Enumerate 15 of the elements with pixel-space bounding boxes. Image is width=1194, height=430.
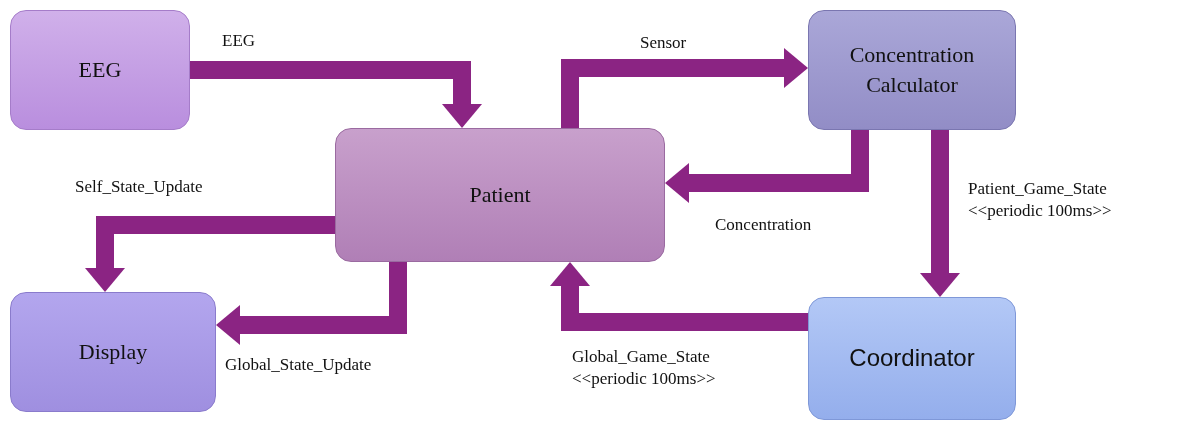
node-label: Patient: [468, 181, 532, 210]
process-box: [335, 128, 665, 262]
arrow: [665, 130, 869, 203]
arrow: [550, 262, 808, 331]
process-box: [10, 292, 216, 412]
arrow: [190, 61, 482, 128]
node-label: Display: [77, 338, 149, 367]
process-box: [808, 10, 1016, 130]
node-label: EEG: [77, 56, 123, 85]
arrow: [85, 216, 335, 292]
process-box: [10, 10, 190, 130]
node-label: Coordinator: [848, 343, 976, 374]
arrow: [920, 130, 960, 297]
node-label: Concentration Calculator: [848, 41, 976, 99]
process-box: [808, 297, 1016, 420]
